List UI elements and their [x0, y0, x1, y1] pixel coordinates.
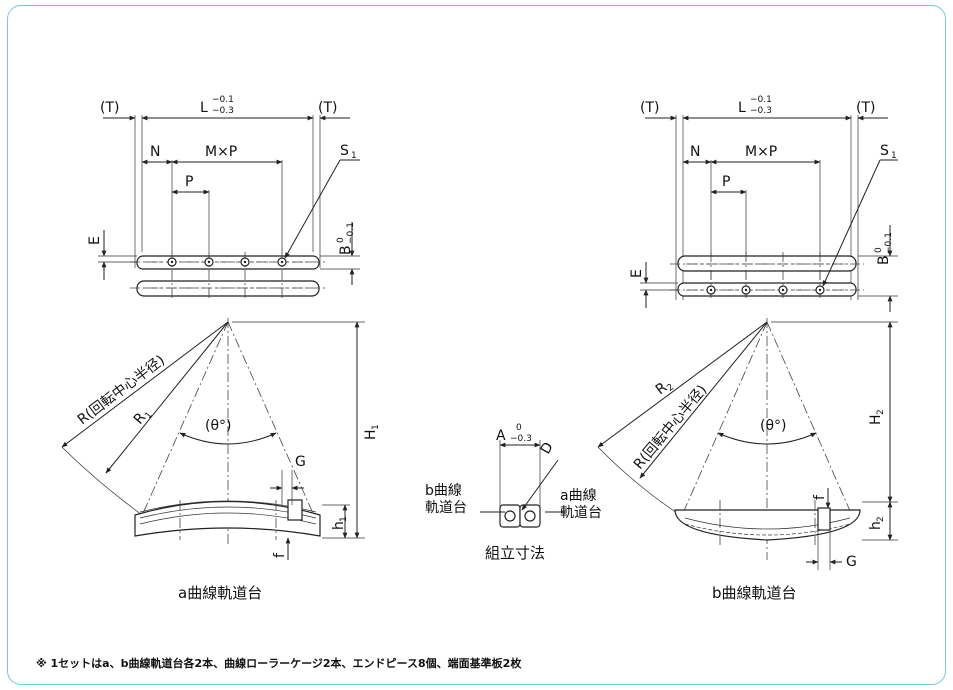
left-T-left: (T) [100, 100, 119, 116]
right-N-label: N [690, 144, 700, 160]
left-E-label: E [87, 236, 103, 245]
left-L-tol-upper: −0.1 [212, 95, 234, 105]
right-S1-sub: 1 [891, 151, 897, 161]
right-H2-label: H [868, 414, 884, 425]
left-B-tol-lower: −0.1 [346, 222, 356, 244]
left-P-label: P [185, 174, 193, 190]
left-R1-sub: 1 [143, 410, 154, 421]
center-labels: A 0 −0.3 D b曲線 軌道台 a曲線 軌道台 組立寸法 [425, 423, 602, 562]
center-a-rail-line1: a曲線 [560, 488, 597, 504]
center-b-rail-line1: b曲線 [425, 483, 462, 499]
right-theta-label: (θ°) [760, 418, 787, 434]
set-contents-note: ※ 1セットはa、b曲線軌道台各2本、曲線ローラーケージ2本、エンドピース8個、… [36, 657, 522, 670]
left-N-label: N [150, 144, 160, 160]
right-L-label: L [738, 100, 746, 116]
left-h1-label: h [331, 521, 347, 530]
right-G-label: G [846, 554, 857, 570]
center-A-label: A [496, 428, 506, 444]
right-H2-sub: 2 [876, 409, 886, 415]
left-L-label: L [200, 100, 208, 116]
right-MxP-label: M×P [745, 144, 777, 160]
right-B-tol-lower: −0.1 [884, 232, 894, 254]
right-B-tol-upper: 0 [874, 247, 884, 253]
left-S1-sub: 1 [351, 151, 357, 161]
left-B-label: B [338, 245, 354, 255]
left-H1-label: H [363, 429, 379, 440]
center-b-rail-line2: 軌道台 [425, 500, 467, 516]
left-h1-sub: 1 [339, 516, 349, 522]
right-top-view [640, 115, 898, 312]
center-A-tol-lower: −0.3 [510, 434, 532, 444]
left-B-tol-upper: 0 [336, 237, 346, 243]
right-h2-sub: 2 [876, 516, 886, 522]
right-T-left: (T) [640, 100, 659, 116]
left-L-tol-lower: −0.3 [212, 106, 234, 116]
center-a-rail-line2: 軌道台 [560, 505, 602, 521]
right-caption: b曲線軌道台 [712, 584, 797, 602]
right-L-tol-lower: −0.3 [750, 106, 772, 116]
right-T-right: (T) [856, 100, 875, 116]
left-theta-label: (θ°) [205, 418, 232, 434]
right-L-tol-upper: −0.1 [750, 95, 772, 105]
right-E-label: E [629, 269, 645, 278]
center-D-label: D [538, 440, 557, 457]
right-S1-label: S [880, 143, 889, 159]
right-side-view [597, 318, 898, 570]
right-B-label: B [876, 255, 892, 265]
right-h2-label: h [868, 521, 884, 530]
left-G-label: G [295, 454, 306, 470]
right-R2-sub: 2 [666, 382, 677, 393]
left-H1-sub: 1 [371, 424, 381, 430]
left-side-view [61, 318, 365, 560]
center-caption: 組立寸法 [485, 544, 545, 562]
center-assembly-view [480, 440, 565, 528]
left-top-view [98, 115, 360, 300]
right-R-label: R(回転中心半径) [631, 382, 711, 472]
right-f-label: f [812, 494, 828, 500]
left-f-label: f [272, 552, 288, 558]
right-P-label: P [722, 174, 730, 190]
left-S1-label: S [340, 143, 349, 159]
center-A-tol-upper: 0 [516, 423, 522, 433]
left-T-right: (T) [318, 100, 337, 116]
left-caption: a曲線軌道台 [178, 584, 262, 602]
left-MxP-label: M×P [205, 144, 237, 160]
